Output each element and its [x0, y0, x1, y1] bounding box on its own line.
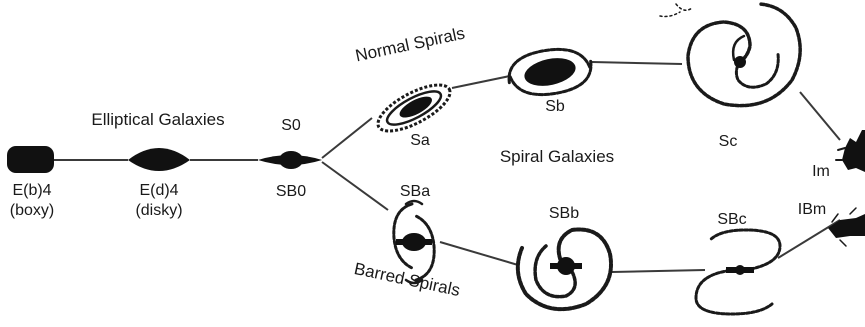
galaxy-sb-shape — [504, 42, 595, 103]
edge-sc-im — [800, 92, 840, 140]
heading-spiral-galaxies: Spiral Galaxies — [500, 147, 614, 166]
label-ed4-disky: (disky) — [135, 202, 182, 219]
label-s0: S0 — [281, 117, 301, 134]
label-sa: Sa — [410, 132, 430, 149]
label-ibm: IBm — [798, 201, 826, 218]
edge-sba-sbb — [440, 242, 518, 265]
edge-sb-sc — [592, 62, 682, 64]
galaxy-sbc-shape — [696, 230, 780, 314]
label-im: Im — [812, 163, 830, 180]
galaxy-s0-shape — [258, 151, 322, 169]
edge-sa-sb — [452, 76, 510, 88]
galaxy-ed4-shape — [128, 148, 190, 171]
galaxy-sa-shape — [372, 76, 457, 140]
galaxy-ibm-shape — [828, 208, 865, 246]
heading-normal-spirals: Normal Spirals — [354, 24, 467, 66]
label-ed4: E(d)4 — [139, 182, 178, 199]
galaxy-sbb-shape — [518, 230, 611, 310]
label-sb0: SB0 — [276, 183, 306, 200]
galaxy-sc-shape — [660, 4, 800, 106]
label-eb4-boxy: (boxy) — [10, 202, 54, 219]
label-sbb: SBb — [549, 205, 579, 222]
label-sc: Sc — [719, 133, 738, 150]
edge-s0-sba — [322, 162, 388, 210]
label-sb: Sb — [545, 98, 565, 115]
edge-sbc-ibm — [778, 220, 840, 258]
label-eb4: E(b)4 — [12, 182, 51, 199]
heading-elliptical-galaxies: Elliptical Galaxies — [91, 110, 224, 129]
galaxy-im-shape — [836, 130, 865, 172]
edge-s0-sa — [322, 118, 372, 158]
galaxy-eb4-shape — [7, 146, 54, 173]
edge-sbb-sbc — [612, 270, 705, 272]
label-sbc: SBc — [717, 211, 746, 228]
label-sba: SBa — [400, 183, 430, 200]
